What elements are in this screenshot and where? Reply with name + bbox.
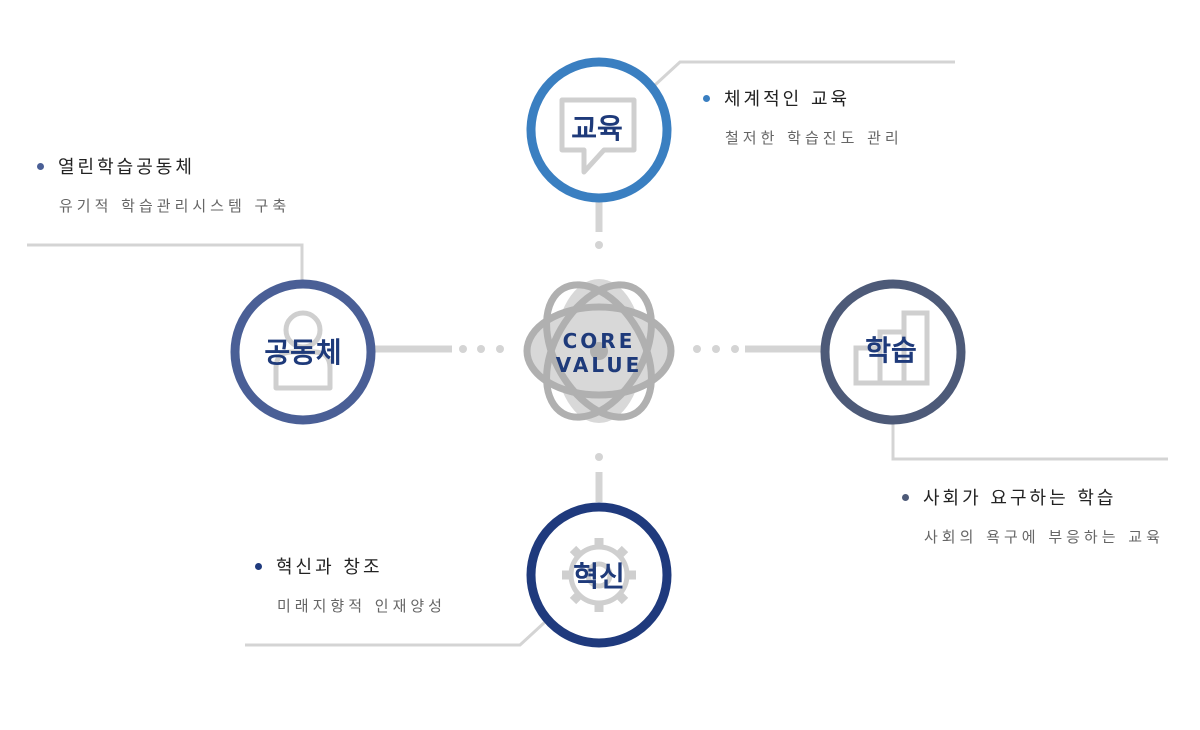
info-title-text: 혁신과 창조 <box>276 557 383 578</box>
info-title-innovation: 혁신과 창조 <box>255 553 446 579</box>
callout-line-innovation <box>245 620 547 647</box>
node-label-learning: 학습 <box>865 334 917 367</box>
info-innovation: 혁신과 창조 미래지향적 인재양성 <box>255 553 446 616</box>
bar-chart-icon <box>853 310 930 386</box>
bullet-dot <box>902 493 909 501</box>
info-title-text: 사회가 요구하는 학습 <box>923 488 1117 509</box>
node-label-innovation: 혁신 <box>573 560 625 593</box>
core-label-line2: VALUE <box>556 353 643 377</box>
info-desc-innovation: 미래지향적 인재양성 <box>277 597 446 615</box>
node-label-community: 공동체 <box>264 336 341 369</box>
core-value-center: CORE VALUE <box>523 279 675 423</box>
info-desc-learning: 사회의 욕구에 부응하는 교육 <box>924 528 1164 546</box>
info-desc-education: 철저한 학습진도 관리 <box>725 129 903 147</box>
info-desc-community: 유기적 학습관리시스템 구축 <box>59 197 291 215</box>
info-title-community: 열린학습공동체 <box>37 153 290 179</box>
info-title-text: 체계적인 교육 <box>724 89 851 110</box>
node-community: 공동체 <box>230 279 376 425</box>
callout-line-community <box>27 243 304 282</box>
core-label-line1: CORE <box>563 329 636 353</box>
callout-lines <box>27 60 1168 647</box>
node-learning: 학습 <box>820 279 966 425</box>
node-label-education: 교육 <box>571 112 623 145</box>
info-title-learning: 사회가 요구하는 학습 <box>902 484 1164 510</box>
info-title-text: 열린학습공동체 <box>58 157 195 178</box>
node-education: 교육 <box>526 57 672 203</box>
node-innovation: 혁신 <box>526 502 672 648</box>
info-education: 체계적인 교육 철저한 학습진도 관리 <box>703 85 903 148</box>
bullet-dot <box>703 94 710 102</box>
info-community: 열린학습공동체 유기적 학습관리시스템 구축 <box>37 153 290 216</box>
info-learning: 사회가 요구하는 학습 사회의 욕구에 부응하는 교육 <box>902 484 1164 547</box>
info-title-education: 체계적인 교육 <box>703 85 903 111</box>
gear-icon <box>562 538 636 612</box>
connectors <box>375 200 822 502</box>
callout-line-learning <box>891 422 1168 461</box>
bullet-dot <box>255 562 262 570</box>
speech-bubble-icon <box>559 97 637 175</box>
person-icon <box>273 310 333 391</box>
callout-line-education <box>653 60 955 87</box>
bullet-dot <box>37 162 44 170</box>
atom-icon <box>523 279 675 423</box>
